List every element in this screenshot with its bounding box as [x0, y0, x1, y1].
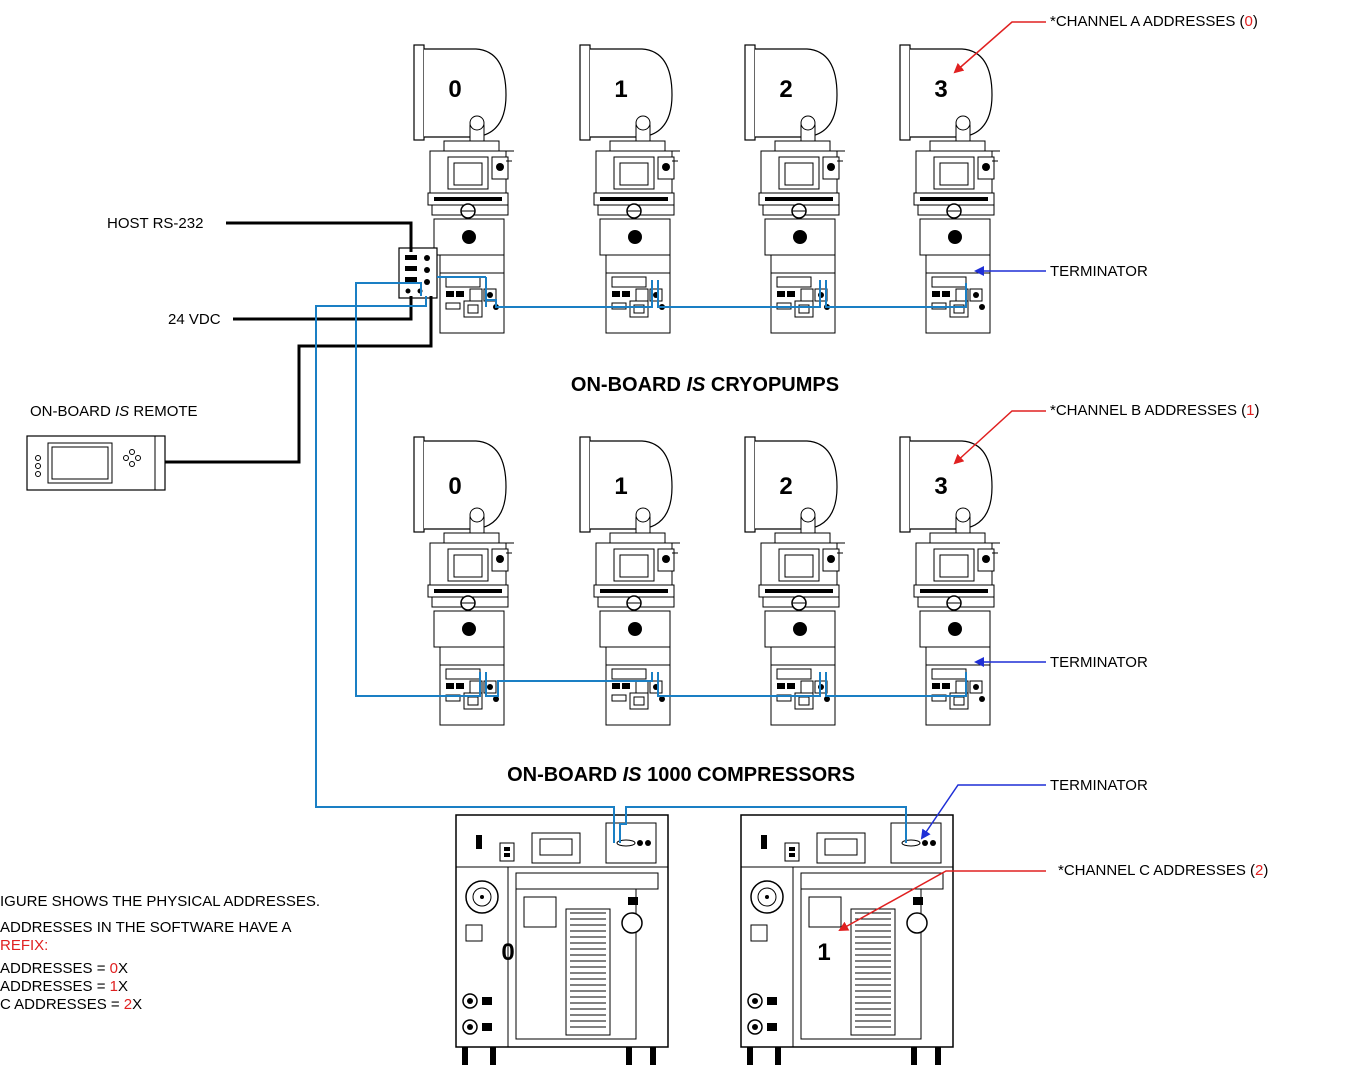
note-line: REFIX:	[0, 937, 48, 954]
note-line: IGURE SHOWS THE PHYSICAL ADDRESSES.	[0, 893, 320, 910]
host-rs232-label: HOST RS-232	[107, 215, 203, 232]
cryopump-a0: 0	[413, 44, 515, 334]
pump-address: 1	[614, 473, 627, 500]
pump-address: 3	[934, 76, 947, 103]
cryopump-a2: 2	[744, 44, 846, 334]
compressor-1: 1	[740, 814, 954, 1066]
pump-address: 1	[614, 76, 627, 103]
channel-b-label: *CHANNEL B ADDRESSES (1)	[1050, 402, 1260, 419]
channel-cables	[315, 276, 967, 843]
24vdc-label: 24 VDC	[168, 311, 221, 328]
pump-address: 2	[779, 76, 792, 103]
power-host-wiring	[165, 221, 433, 464]
address-note: IGURE SHOWS THE PHYSICAL ADDRESSES. ADDR…	[0, 893, 320, 1013]
note-line: ADDRESSES IN THE SOFTWARE HAVE A	[0, 919, 291, 936]
cryopump-b0: 0	[413, 436, 515, 726]
cryopump-a3: 3	[899, 44, 1001, 334]
channel-c-callout: *CHANNEL C ADDRESSES (2)	[838, 862, 1268, 931]
terminator-label: TERMINATOR	[1050, 654, 1148, 671]
cryopump-row-a: 0 1 2 3	[413, 44, 1001, 334]
remote-label: ON-BOARD IS REMOTE	[30, 403, 198, 420]
terminator-label: TERMINATOR	[1050, 777, 1148, 794]
cryopumps-title: ON-BOARD IS CRYOPUMPS	[571, 374, 839, 396]
remote-panel	[26, 435, 166, 491]
compressor-0: 0	[455, 814, 669, 1066]
channel-b-callout: *CHANNEL B ADDRESSES (1)	[953, 402, 1260, 465]
terminator-callout-c: TERMINATOR	[920, 777, 1148, 840]
terminator-callout-a: TERMINATOR	[974, 263, 1148, 280]
compressors-title: ON-BOARD IS 1000 COMPRESSORS	[507, 764, 855, 786]
channel-c-label: *CHANNEL C ADDRESSES (2)	[1058, 862, 1268, 879]
note-row: ADDRESSES = 0X	[0, 960, 128, 977]
cryopump-a1: 1	[579, 44, 681, 334]
cryopump-b2: 2	[744, 436, 846, 726]
pump-address: 0	[448, 473, 461, 500]
compressor-address: 1	[817, 939, 830, 966]
channel-a-callout: *CHANNEL A ADDRESSES (0)	[953, 13, 1258, 74]
terminator-callout-b: TERMINATOR	[974, 654, 1148, 671]
compressor-address: 0	[501, 939, 514, 966]
note-row: C ADDRESSES = 2X	[0, 996, 142, 1013]
cryopump-b3: 3	[899, 436, 1001, 726]
pump-address: 0	[448, 76, 461, 103]
pump-address: 3	[934, 473, 947, 500]
interface-box	[398, 247, 438, 299]
cryopump-row-b: 0 1 2 3	[413, 436, 1001, 726]
note-row: ADDRESSES = 1X	[0, 978, 128, 995]
channel-a-label: *CHANNEL A ADDRESSES (0)	[1050, 13, 1258, 30]
terminator-label: TERMINATOR	[1050, 263, 1148, 280]
pump-address: 2	[779, 473, 792, 500]
cryopump-b1: 1	[579, 436, 681, 726]
